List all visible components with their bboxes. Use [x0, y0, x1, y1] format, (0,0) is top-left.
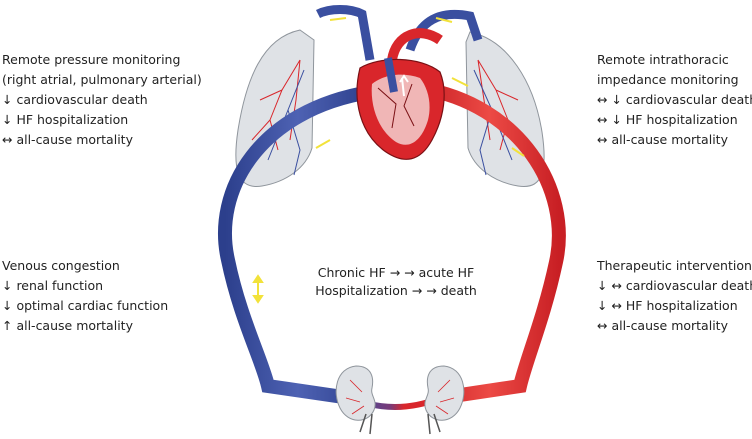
text-line: ↔ ↓ HF hospitalization [597, 112, 738, 127]
text-line: ↓ ↔ cardiovascular death [597, 278, 752, 293]
text-line: ↓ ↔ HF hospitalization [597, 298, 738, 313]
text-line: Venous congestion [2, 258, 120, 273]
text-line: Remote pressure monitoring [2, 52, 181, 67]
text-line: ↔ all-cause mortality [2, 132, 133, 147]
text-line: ↑ all-cause mortality [2, 318, 133, 333]
text-line: ↔ all-cause mortality [597, 318, 728, 333]
therapeutic-interventions-text: Therapeutic interventions ↓ ↔ cardiovasc… [597, 256, 752, 336]
disease-progression-text: Chronic HF → → acute HF Hospitalization … [296, 264, 496, 300]
heart-illustration [356, 57, 445, 160]
text-line: ↓ cardiovascular death [2, 92, 148, 107]
venous-congestion-text: Venous congestion ↓ renal function ↓ opt… [2, 256, 168, 336]
text-line: ↓ optimal cardiac function [2, 298, 169, 313]
pulmonary-artery [405, 9, 483, 52]
text-line: Remote intrathoracic [597, 52, 729, 67]
text-line: ↓ HF hospitalization [2, 112, 129, 127]
aorta-arch [387, 28, 443, 62]
systemic-vein [218, 85, 372, 405]
text-line: Chronic HF → → acute HF [317, 265, 475, 280]
left-kidney-illustration [335, 365, 376, 435]
text-line: ↔ all-cause mortality [597, 132, 728, 147]
text-line: impedance monitoring [597, 72, 739, 87]
text-line: ↓ renal function [2, 278, 104, 293]
remote-pressure-monitoring-text: Remote pressure monitoring (right atrial… [2, 50, 202, 150]
right-kidney-illustration [424, 365, 465, 435]
systemic-artery [418, 81, 566, 405]
text-line: (right atrial, pulmonary arterial) [2, 72, 202, 87]
text-line: ↔ ↓ cardiovascular death [597, 92, 752, 107]
flow-arrow-icons [252, 17, 525, 304]
remote-impedance-monitoring-text: Remote intrathoracic impedance monitorin… [597, 50, 752, 150]
text-line: Hospitalization → → death [315, 283, 477, 298]
pulmonary-vein [315, 5, 375, 61]
text-line: Therapeutic interventions [597, 258, 752, 273]
